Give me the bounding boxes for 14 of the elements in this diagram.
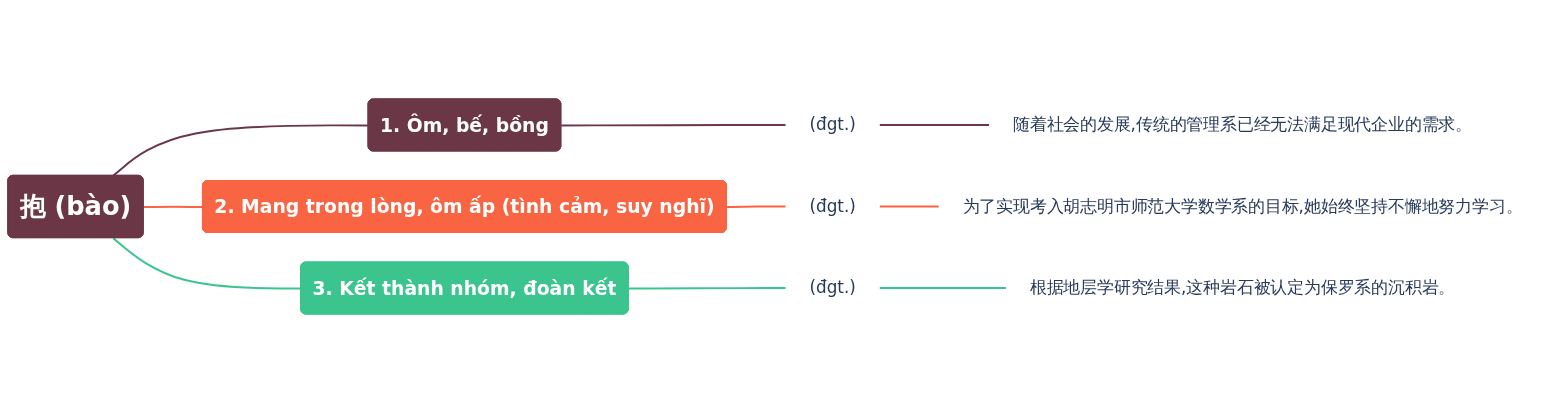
connector xyxy=(560,123,787,127)
connector xyxy=(627,287,787,290)
node-text: 随着社会的发展,传统的管理系已经无法满足现代企业的需求。 xyxy=(1012,114,1472,135)
connector xyxy=(142,205,204,208)
connector xyxy=(725,205,787,208)
node-text: (đgt.) xyxy=(809,277,856,298)
node-text: 根据地层学研究结果,这种岩石被认定为保罗系的沉积岩。 xyxy=(1029,277,1456,298)
connector xyxy=(878,123,991,126)
connector xyxy=(878,287,1008,290)
connector xyxy=(878,205,940,208)
connector xyxy=(112,124,370,177)
node-text: (đgt.) xyxy=(809,195,856,216)
node-text: 为了实现考入胡志明市师范大学数学系的目标,她始终坚持不懈地努力学习。 xyxy=(962,195,1523,216)
node-text: (đgt.) xyxy=(809,114,856,135)
